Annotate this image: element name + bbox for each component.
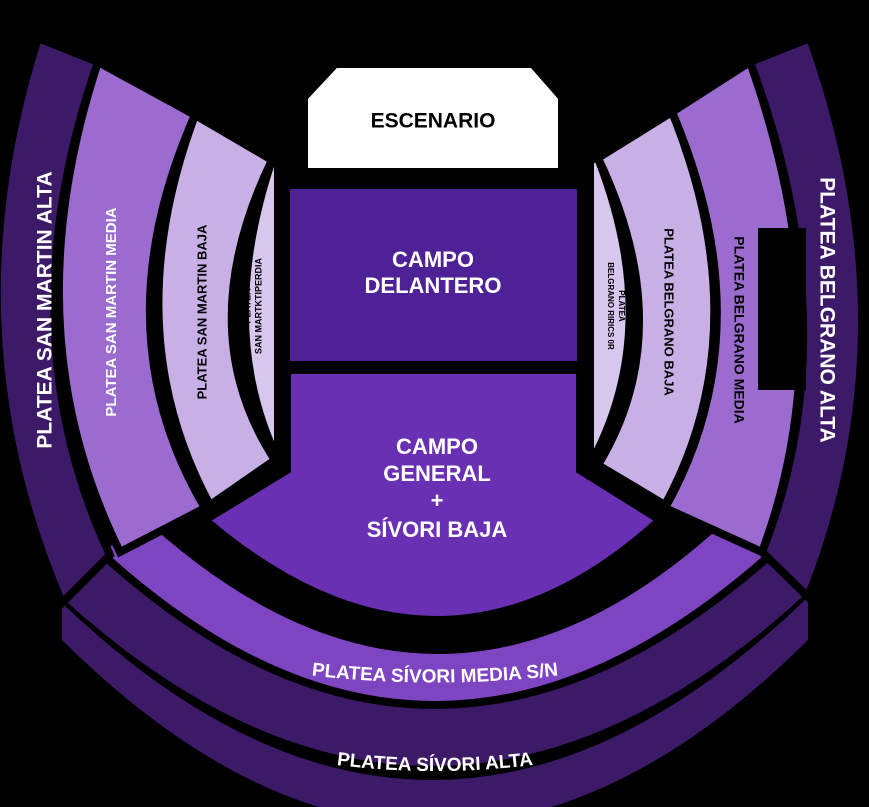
san-martin-preferencial-label-1: PLATEA (242, 288, 252, 324)
campo-delantero-label-1: CAMPO (392, 247, 474, 272)
belgrano-media-label: PLATEA BELGRANO MEDIA (731, 236, 747, 423)
campo-general-label-4: SÍVORI BAJA (367, 517, 508, 542)
belgrano-preferencial-label-2: BELGRANO RIRICS 0R (606, 262, 615, 350)
stage-label: ESCENARIO (371, 110, 496, 133)
section-campo-delantero[interactable] (284, 183, 583, 367)
san-martin-baja-label: PLATEA SAN MARTIN BAJA (194, 224, 209, 399)
belgrano-preferencial-label-1: PLATEA (617, 290, 626, 322)
section-platea-belgrano-baja[interactable] (592, 106, 719, 511)
san-martin-media-label: PLATEA SAN MARTIN MEDIA (103, 207, 120, 416)
section-platea-san-martin-baja[interactable] (154, 109, 281, 511)
section-platea-san-martin-media[interactable] (54, 56, 211, 558)
san-martin-alta-label: PLATEA SAN MARTIN ALTA (34, 171, 57, 448)
section-platea-belgrano-preferencial[interactable] (586, 153, 634, 481)
campo-general-label-2: GENERAL (383, 461, 491, 486)
campo-general-label-1: CAMPO (396, 434, 478, 459)
belgrano-media-notch (758, 228, 806, 390)
belgrano-alta-label: PLATEA BELGRANO ALTA (815, 177, 838, 443)
san-martin-preferencial-label-2: SAN MARTKTIPERDIA (253, 258, 263, 354)
belgrano-baja-label: PLATEA BELGRANO BAJA (662, 228, 677, 396)
section-platea-san-martin-preferencial[interactable] (241, 154, 282, 462)
stage (304, 64, 562, 172)
campo-delantero-label-2: DELANTERO (365, 273, 502, 298)
campo-general-label-3: + (431, 488, 444, 513)
section-platea-sivori-alta-band[interactable] (62, 597, 808, 807)
section-campo-general[interactable] (198, 366, 667, 624)
